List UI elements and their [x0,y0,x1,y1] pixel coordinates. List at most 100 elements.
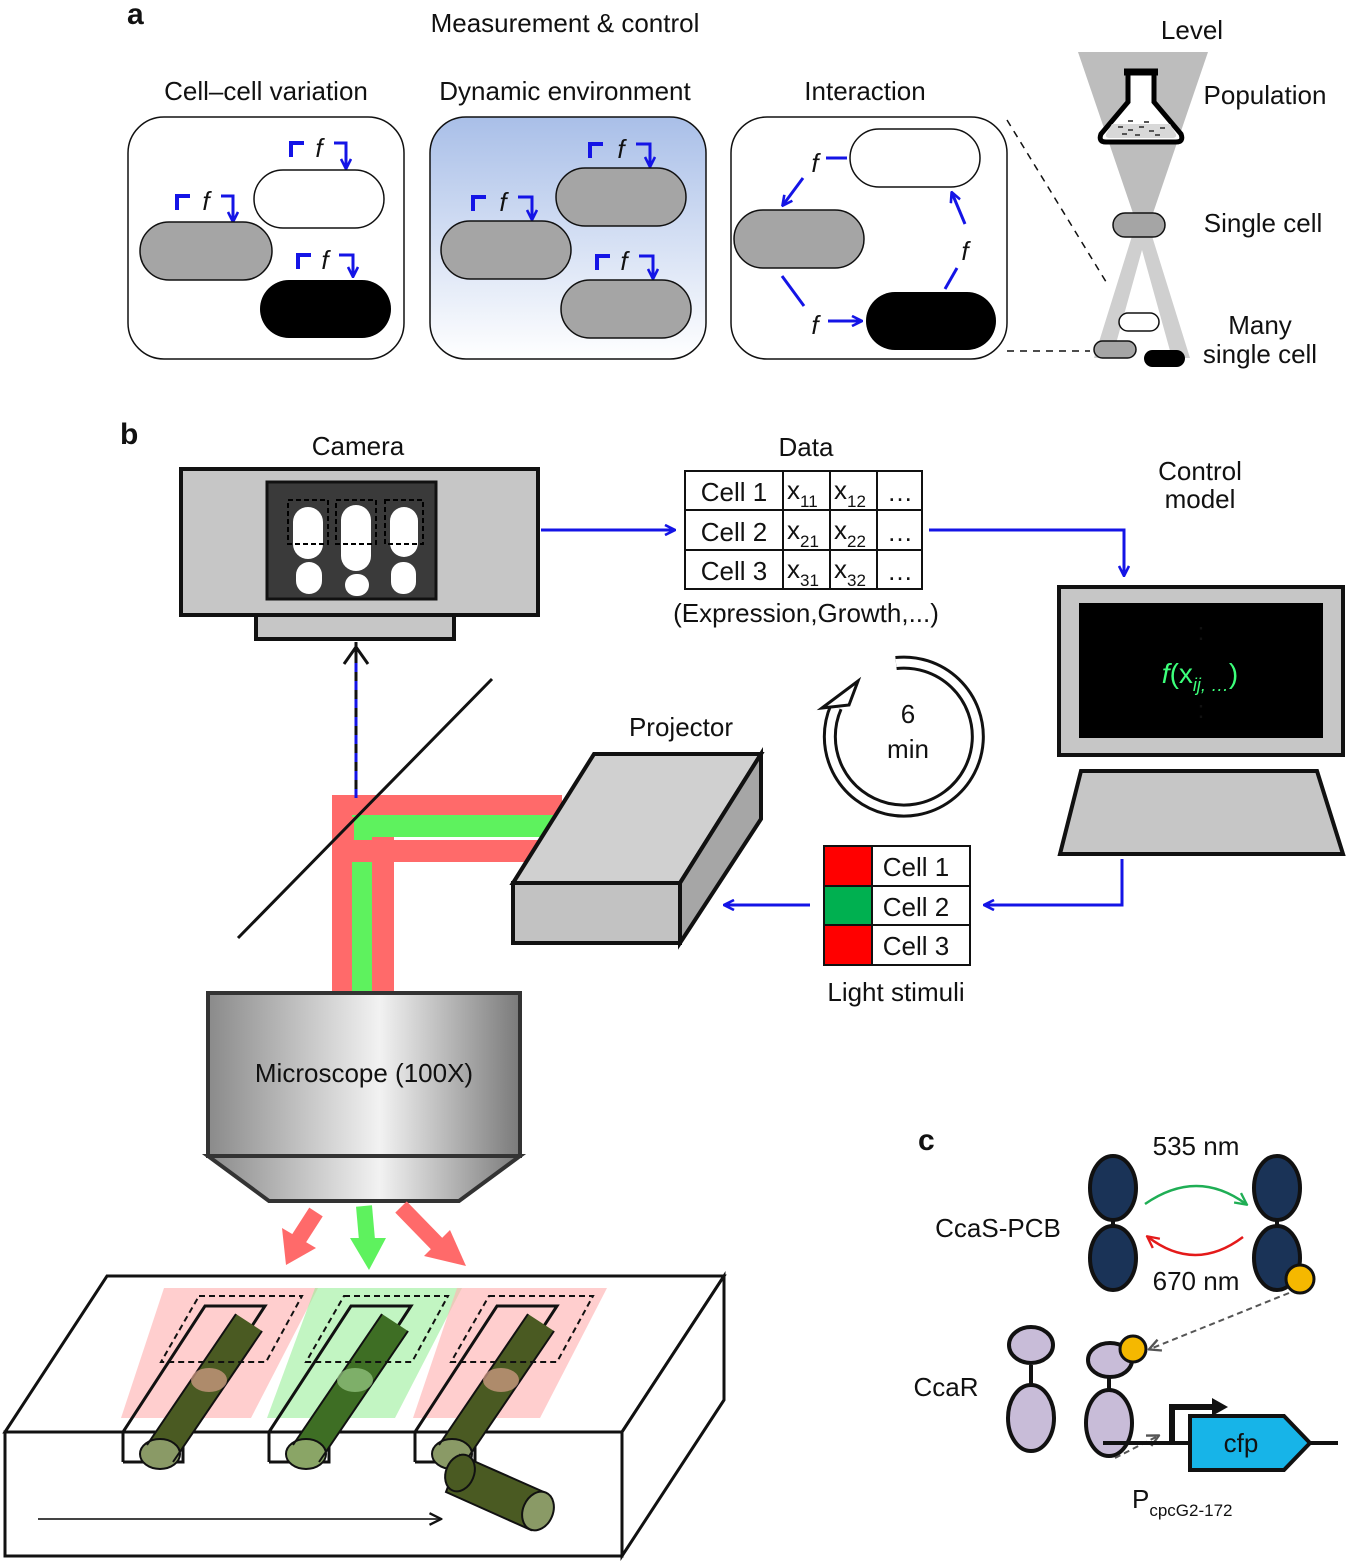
microscope-label: Microscope (100X) [255,1058,473,1088]
data-table: Data Cell 1 x11 x12 … Cell 2 x21 x22 … C… [673,432,939,628]
interaction-arrow [952,193,967,225]
cfp-gene-icon [1188,1414,1313,1472]
panel-a-letter: a [127,0,144,31]
stimuli-caption: Light stimuli [827,977,964,1007]
f-label: f [202,186,212,216]
data-title: Data [779,432,834,462]
stimulus-swatch [825,847,871,886]
camera: Camera [179,431,540,641]
many-cells-white [1118,312,1160,332]
ellipsis: … [887,556,913,586]
channel-cell-1 [139,1313,263,1470]
promoter-icon: f [471,187,532,219]
escaping-cell [444,1453,555,1532]
level-population-label: Population [1204,80,1327,110]
many-cells-gray [1093,340,1137,359]
regions-of-interest [159,1295,595,1363]
stimulus-cell-label: Cell 2 [883,892,949,922]
promoter-icon: f [296,245,353,276]
data-to-model-arrow [929,528,1124,575]
cell-variation-box: Cell–cell variation f f f [127,76,405,360]
cell-name: Cell 2 [701,517,767,547]
x-value: x22 [834,515,866,551]
ccar-label: CcaR [913,1372,978,1402]
camera-label: Camera [312,431,405,461]
cell-name: Cell 3 [701,556,767,586]
many-cells-black [1144,350,1185,367]
f-label: f [617,134,627,164]
stimulus-swatch [825,886,871,925]
x-value: x31 [787,554,819,590]
stimulus-cell-label: Cell 1 [883,852,949,882]
dynamic-environment-title: Dynamic environment [439,76,691,106]
single-cell-icon [1112,212,1166,238]
screen-dots: : [1198,697,1205,724]
screen-formula: f(xij, …) [1162,658,1238,695]
panel-b-letter: b [120,418,138,451]
promoter-arrow [1169,1404,1214,1443]
control-model-label-2: model [1165,484,1236,514]
stimulus-cell-label: Cell 3 [883,931,949,961]
cell-name: Cell 1 [701,477,767,507]
ccar-active [1084,1334,1148,1458]
panel-a: a Measurement & control Cell–cell variat… [127,0,1326,369]
channel-cell-3 [431,1313,555,1470]
microfluidic-chip [2,1270,727,1561]
keyboard [1057,769,1346,856]
chromophore-icon [1118,1334,1148,1364]
table-row: Cell 1 x11 x12 … [701,475,913,511]
table-row: Cell 3 x31 x32 … [701,554,913,590]
cycle-label: 6 [901,699,915,729]
panel-c: c 535 nm 670 nm CcaS-PCB CcaR [913,1124,1338,1520]
zoom-line [1006,119,1109,286]
projector: Projector [509,712,765,950]
light-beams [332,795,562,992]
red-light-arrow [1148,1237,1244,1257]
cell-gray [555,167,687,227]
data-caption: (Expression,Growth,...) [673,598,939,628]
x-value: x32 [834,554,866,590]
wavelength-670: 670 nm [1153,1266,1240,1296]
channel-cell-2 [285,1313,409,1470]
chromophore-icon [1284,1263,1316,1295]
flask-icon [1097,68,1185,145]
f-label: f [499,187,509,217]
ccar-inactive [1006,1325,1056,1453]
single-cell-cone [1094,236,1190,358]
level-column: Level Population Single cell [1078,15,1326,369]
gene-construct: cfp PcpcG2-172 [1103,1398,1338,1520]
cell-gray [733,209,865,269]
interaction-box: Interaction f f f [730,76,1008,360]
cycle-label-2: min [887,734,929,764]
computer-screen [1079,603,1323,738]
channel-cells [293,505,418,596]
dichroic-mirror [236,677,494,940]
f-label: f [321,245,331,275]
cell-white [849,128,981,188]
level-title: Level [1161,15,1223,45]
x-value: x21 [787,515,819,551]
f-label: f [811,148,821,178]
cell-variation-title: Cell–cell variation [164,76,368,106]
light-stimuli-table: Cell 1 Cell 2 Cell 3 Light stimuli [823,845,971,1007]
cell-gray [440,220,572,280]
cell-black [260,280,391,338]
phosphotransfer-arrow [1150,1292,1290,1349]
gene-label: cfp [1224,1428,1259,1458]
interaction-title: Interaction [804,76,925,106]
model-to-stimuli-arrow [985,859,1124,905]
f-label: f [620,246,630,276]
level-many-label: Many [1228,310,1292,340]
panel-b: b Camera Data [2,418,1346,1561]
x-value: x11 [787,475,818,511]
f-label: f [315,133,325,163]
cycle-arrow-icon: 6 min [816,655,985,818]
x-value: x12 [834,475,866,511]
projector-label: Projector [629,712,733,742]
promoter-icon: f [588,134,650,166]
f-label: f [811,310,821,340]
screen-dots: : [1198,619,1205,646]
table-row: Cell 2 x21 x22 … [701,515,913,551]
panel-a-title: Measurement & control [431,8,700,38]
